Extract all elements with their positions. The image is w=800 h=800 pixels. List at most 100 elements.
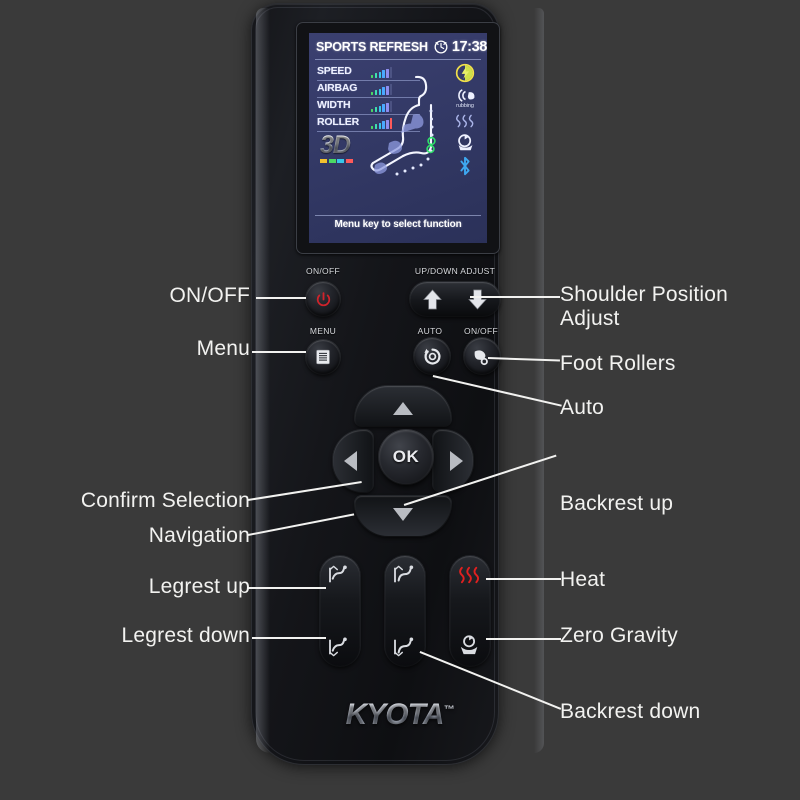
- chip-red: [345, 159, 353, 163]
- label-auto: AUTO: [417, 326, 443, 336]
- leader-zero-gravity: [486, 638, 561, 640]
- bluetooth-icon: [460, 156, 470, 176]
- bar-segment: [389, 84, 393, 95]
- parameter-row: ROLLER: [317, 115, 427, 132]
- annotation-legrest-down: Legrest down: [121, 624, 250, 647]
- legrest-down-button[interactable]: [327, 637, 353, 657]
- parameter-label: AIRBAG: [317, 82, 358, 94]
- arrow-up-icon: [423, 289, 442, 309]
- lcd-divider-top: [315, 59, 481, 60]
- bar-segment: [389, 67, 393, 78]
- annotation-auto: Auto: [560, 396, 604, 419]
- annotation-navigation: Navigation: [148, 524, 250, 547]
- leader-legrest-up: [248, 587, 326, 589]
- parameter-label: SPEED: [317, 65, 352, 77]
- arrow-down-icon: [468, 289, 487, 309]
- bar-segment: [378, 105, 381, 112]
- brand-name: KYOTA: [345, 698, 445, 731]
- bar-segment: [374, 107, 378, 112]
- intensity-circle-icon: [455, 63, 475, 83]
- legrest-up-button[interactable]: [327, 565, 353, 585]
- label-up-down-adjust: UP/DOWN ADJUST: [414, 266, 496, 276]
- bar-segment: [378, 88, 381, 95]
- bar-segment: [389, 101, 393, 112]
- zero-gravity-button[interactable]: [458, 634, 482, 656]
- leader-shoulder: [470, 296, 560, 298]
- foot-roller-icon: [474, 349, 488, 365]
- heat-zerog-rocker[interactable]: [450, 556, 490, 666]
- bar-segment: [371, 108, 374, 112]
- bar-segment: [371, 125, 374, 129]
- dpad-up-button[interactable]: [355, 386, 451, 426]
- bar-segment: [389, 118, 393, 129]
- label-foot-on-off: ON/OFF: [464, 326, 498, 336]
- intensity-icon-wrap: [444, 63, 486, 83]
- annotation-foot-rollers: Foot Rollers: [560, 352, 676, 375]
- roller-rotation-icon: [457, 134, 472, 151]
- heat-waves-icon: [455, 114, 473, 128]
- parameter-row: AIRBAG: [317, 81, 427, 98]
- parameter-bars: [371, 118, 393, 129]
- three-d-logo-chips: [320, 159, 353, 163]
- backrest-down-button[interactable]: [392, 637, 418, 657]
- shoulder-up-button[interactable]: [411, 283, 455, 315]
- leader-on-off: [256, 297, 306, 299]
- legrest-rocker[interactable]: [320, 556, 360, 666]
- backrest-up-button[interactable]: [392, 565, 418, 585]
- chip-green: [328, 159, 336, 163]
- parameter-row: SPEED: [317, 64, 427, 81]
- bar-segment: [382, 121, 385, 129]
- bar-segment: [378, 122, 381, 129]
- lcd-display: SPORTS REFRESH 17:38 SPEED AIRBAG WIDTH: [309, 33, 487, 243]
- lcd-status-text: Menu key to select function: [334, 219, 462, 230]
- annotation-confirm-selection: Confirm Selection: [80, 489, 250, 512]
- bar-segment: [371, 91, 374, 95]
- leader-legrest-down: [252, 637, 326, 639]
- foot-roller-button[interactable]: [464, 338, 500, 374]
- clock-icon: [434, 40, 448, 54]
- dpad[interactable]: OK: [333, 386, 473, 538]
- backrest-rocker[interactable]: [385, 556, 425, 666]
- bar-segment: [382, 87, 385, 95]
- label-on-off: ON/OFF: [306, 266, 340, 276]
- rotation-icon-wrap: [444, 133, 486, 152]
- function-icon-column: rubbing: [444, 63, 486, 180]
- annotation-zero-gravity: Zero Gravity: [560, 624, 678, 647]
- ok-button[interactable]: OK: [379, 430, 433, 484]
- three-d-logo-text: 3D: [320, 133, 353, 158]
- bar-segment: [374, 73, 378, 78]
- program-title: SPORTS REFRESH: [316, 40, 428, 54]
- power-icon: [316, 291, 330, 306]
- rubbing-caption: rubbing: [456, 103, 474, 109]
- triangle-up-icon: [393, 401, 413, 415]
- three-d-logo: 3D: [320, 133, 353, 163]
- bar-segment: [371, 74, 374, 78]
- menu-list-icon: [316, 349, 330, 365]
- annotation-legrest-up: Legrest up: [148, 575, 250, 598]
- heat-button[interactable]: [458, 566, 482, 584]
- bar-segment: [386, 68, 389, 78]
- remote-right-highlight: [534, 8, 544, 753]
- dpad-down-button[interactable]: [355, 496, 451, 536]
- brand-logo: KYOTA™: [0, 698, 800, 732]
- parameter-label: WIDTH: [317, 99, 351, 111]
- lcd-divider-bottom: [315, 215, 481, 216]
- bar-segment: [382, 70, 385, 78]
- power-button[interactable]: [306, 282, 340, 316]
- parameter-row: WIDTH: [317, 98, 427, 115]
- bar-segment: [374, 90, 378, 95]
- chip-yellow: [320, 159, 327, 163]
- parameter-bars: [371, 84, 393, 95]
- triangle-down-icon: [393, 507, 413, 521]
- rubbing-icon-wrap: rubbing: [444, 87, 486, 109]
- bar-segment: [386, 85, 389, 95]
- up-down-adjust-buttons[interactable]: [410, 282, 500, 316]
- bar-segment: [378, 71, 381, 78]
- menu-button[interactable]: [306, 340, 340, 374]
- auto-button[interactable]: [414, 338, 450, 374]
- shoulder-down-button[interactable]: [456, 283, 500, 315]
- parameter-bars: [371, 67, 393, 78]
- bar-segment: [374, 124, 378, 129]
- bar-segment: [386, 119, 389, 129]
